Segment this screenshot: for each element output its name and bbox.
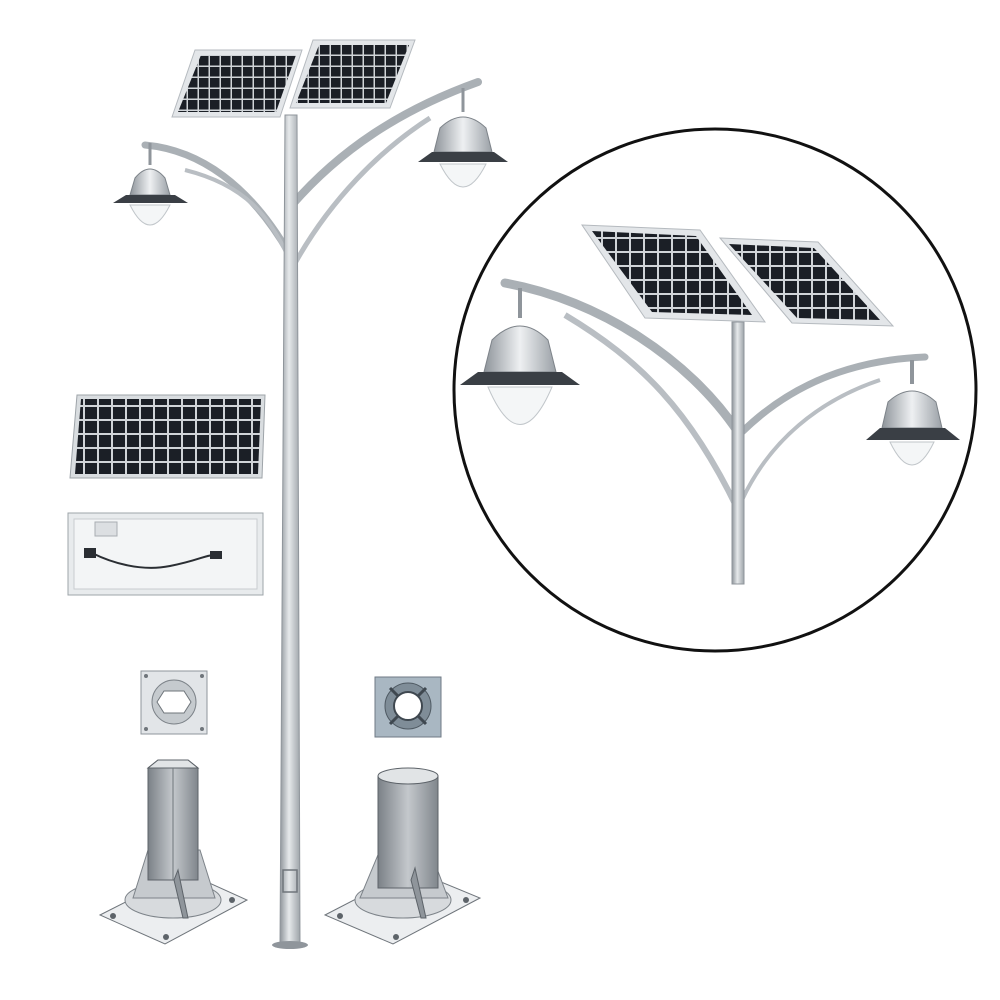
pole-solar-panels — [171, 39, 416, 118]
lamp-head-right — [418, 88, 508, 188]
solar-panel-back — [67, 512, 264, 596]
detail-view-circle — [452, 127, 978, 653]
solar-street-light-pole — [113, 39, 508, 949]
lamp-head-left — [113, 143, 188, 226]
octagonal-base-flange — [140, 670, 208, 735]
round-base-flange — [374, 676, 442, 738]
octagonal-anchor-base — [98, 759, 249, 945]
round-anchor-base — [323, 767, 482, 945]
solar-panel-front — [69, 394, 266, 479]
